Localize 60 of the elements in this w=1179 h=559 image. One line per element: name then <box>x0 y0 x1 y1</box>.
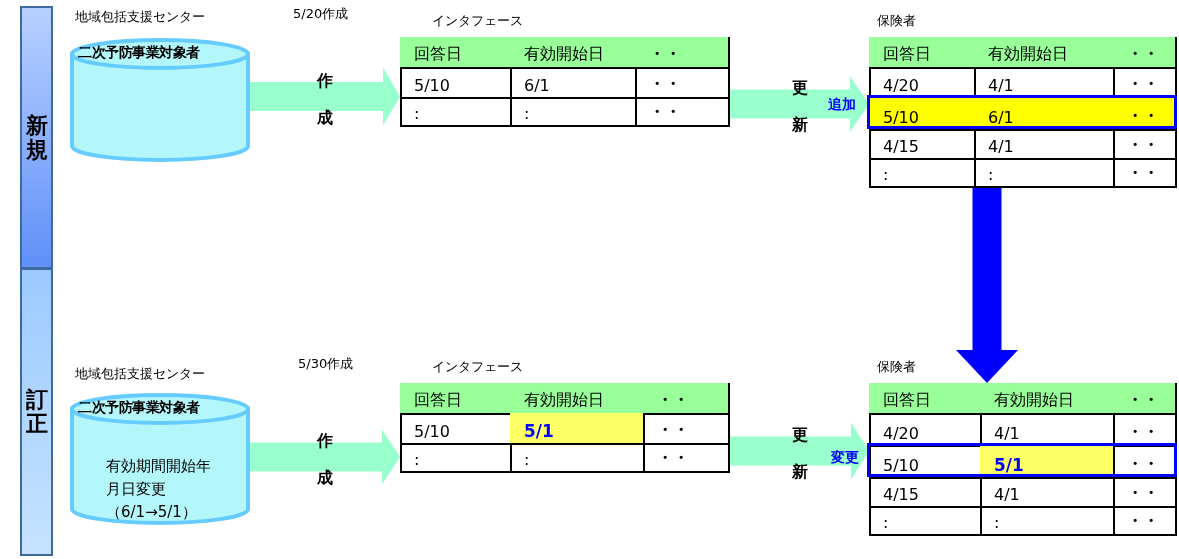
header-cell: ・・ <box>635 37 728 69</box>
table-cell: : <box>980 506 1115 534</box>
block-arrow <box>250 429 400 485</box>
header-cell: 回答日 <box>869 383 982 415</box>
block-arrow <box>730 76 869 132</box>
table-cell: : <box>869 158 976 186</box>
table-cell: 4/15 <box>869 477 982 508</box>
table-cell: ・・ <box>1113 477 1175 508</box>
header-cell: 有効開始日 <box>974 37 1115 69</box>
table-cell: 5/1 <box>510 413 645 445</box>
table-heading: 保険者 <box>877 358 916 376</box>
table-cell: ・・ <box>643 413 728 445</box>
table-cell: ・・ <box>1113 129 1175 160</box>
side-band: 訂正 <box>20 268 53 556</box>
node-label: 地域包括支援センター <box>75 8 205 26</box>
cylinder-note: 有効期間開始年月日変更（6/1→5/1） <box>106 456 212 523</box>
table-cell-text: ・・ <box>656 447 690 469</box>
change-tag: 変更 <box>831 449 859 467</box>
header-cell: 有効開始日 <box>510 383 645 415</box>
header-cell: 回答日 <box>400 37 512 69</box>
node-label: 地域包括支援センター <box>75 365 205 383</box>
cylinder-title: 二次予防事業対象者 <box>78 44 200 62</box>
edge-label: 作成 <box>316 69 334 129</box>
block-arrow <box>250 67 400 126</box>
table-cell: : <box>974 158 1115 186</box>
block-arrow <box>956 188 1018 383</box>
edge-label: 更新 <box>790 77 809 136</box>
table-cell: : <box>400 97 512 125</box>
block-arrow <box>730 422 869 480</box>
table-cell: : <box>510 97 637 125</box>
table-heading: インタフェース <box>432 12 523 30</box>
table-cell-text: ・・ <box>648 101 682 123</box>
table-cell: 4/20 <box>869 413 982 447</box>
header-cell: ・・ <box>1113 383 1175 415</box>
date-note: 5/20作成 <box>293 5 349 23</box>
cylinder-title: 二次予防事業対象者 <box>78 399 200 417</box>
header-cell: ・・ <box>1113 37 1175 69</box>
table-cell-text: ・・ <box>1126 510 1160 532</box>
change-tag: 追加 <box>828 96 856 114</box>
table-cell: : <box>510 443 645 471</box>
table-cell: 5/10 <box>400 67 512 99</box>
table-heading: 保険者 <box>877 12 916 30</box>
table-cell: ・・ <box>635 67 728 99</box>
date-note: 5/30作成 <box>298 355 354 373</box>
header-cell: ・・ <box>643 383 728 415</box>
table-cell: 4/1 <box>974 129 1115 160</box>
table-cell: 6/1 <box>510 67 637 99</box>
table-cell: 4/1 <box>980 477 1115 508</box>
table-cell: : <box>869 506 982 534</box>
table-heading: インタフェース <box>432 358 523 376</box>
side-band: 新規 <box>20 6 53 269</box>
header-cell: 回答日 <box>400 383 512 415</box>
edge-label: 作成 <box>316 430 334 489</box>
edge-label: 更新 <box>790 424 809 483</box>
header-cell: 有効開始日 <box>510 37 637 69</box>
table-cell-text: ・・ <box>1126 162 1160 184</box>
header-cell: 有効開始日 <box>980 383 1115 415</box>
table-cell: 4/15 <box>869 129 976 160</box>
table-cell: : <box>400 443 512 471</box>
header-cell: 回答日 <box>869 37 976 69</box>
